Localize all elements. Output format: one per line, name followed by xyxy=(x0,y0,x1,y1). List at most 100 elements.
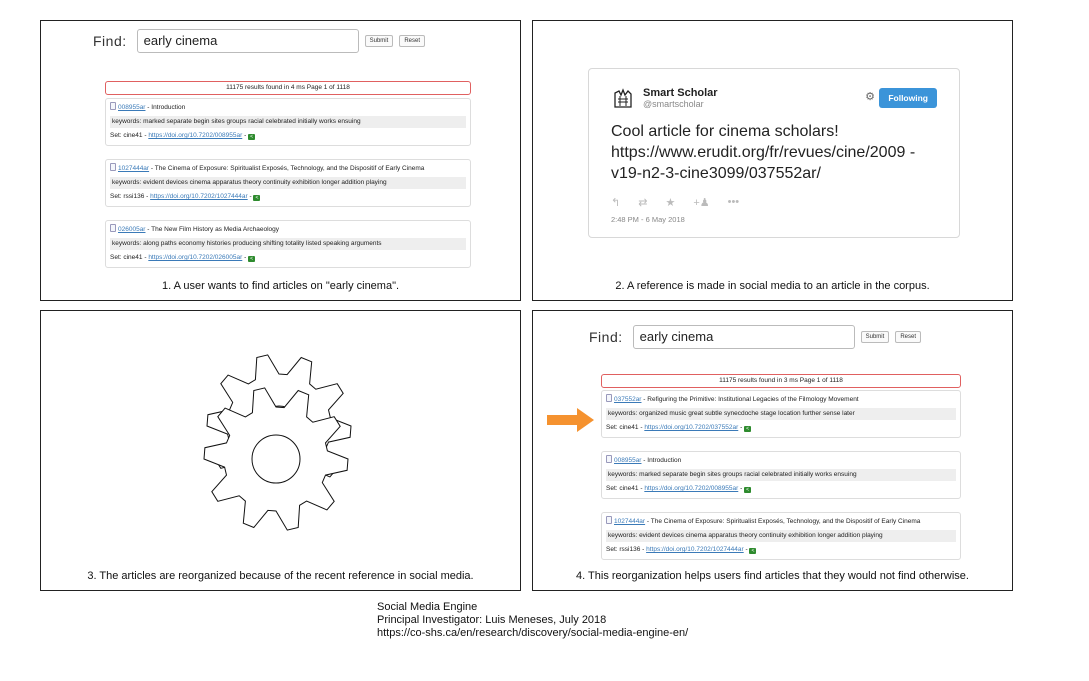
result-title-line: 1027444ar - The Cinema of Exposure: Spir… xyxy=(110,163,466,175)
share-icon[interactable]: < xyxy=(248,256,256,262)
reset-button[interactable]: Reset xyxy=(399,35,425,47)
follow-user-icon[interactable]: +♟ xyxy=(693,197,710,209)
result-doi-link[interactable]: https://doi.org/10.7202/008955ar xyxy=(148,132,243,139)
result-keywords: keywords: marked separate begin sites gr… xyxy=(606,469,956,481)
footer-url[interactable]: https://co-shs.ca/en/research/discovery/… xyxy=(377,627,689,639)
result-title: - Introduction xyxy=(145,104,186,111)
footer-title: Social Media Engine xyxy=(377,601,478,613)
share-icon[interactable]: < xyxy=(744,426,752,432)
highlight-arrow-icon xyxy=(547,408,594,432)
result-keywords: keywords: organized music great subtle s… xyxy=(606,408,956,420)
account-name: Smart Scholar xyxy=(643,87,718,99)
result-card: 1027444ar - The Cinema of Exposure: Spir… xyxy=(601,512,961,560)
result-card: 008955ar - Introduction keywords: marked … xyxy=(105,98,471,146)
result-title: - Refiguring the Primitive: Institutiona… xyxy=(641,396,859,403)
tweet-text: Cool article for cinema scholars! https:… xyxy=(611,123,916,182)
panel-search-reordered: Find: early cinema Submit Reset 11175 re… xyxy=(532,310,1013,591)
result-title: - The Cinema of Exposure: Spiritualist E… xyxy=(149,165,425,172)
avatar xyxy=(612,88,634,110)
result-keywords: keywords: along paths economy histories … xyxy=(110,238,466,250)
caption: 1. A user wants to find articles on "ear… xyxy=(161,280,400,292)
result-doi-link[interactable]: https://doi.org/10.7202/1027444ar xyxy=(646,546,744,553)
result-id-link[interactable]: 008955ar xyxy=(118,104,146,111)
search-input[interactable]: early cinema xyxy=(632,325,855,349)
share-icon[interactable]: < xyxy=(248,134,256,140)
result-keywords: keywords: evident devices cinema apparat… xyxy=(110,177,466,189)
document-icon xyxy=(110,224,116,232)
star-icon[interactable]: ★ xyxy=(665,197,676,209)
tweet-card: Smart Scholar @smartscholar ⚙ Following … xyxy=(588,68,960,238)
gear-icon xyxy=(203,387,349,531)
result-set-line: Set: cine41 - https://doi.org/10.7202/00… xyxy=(110,130,466,142)
footer: Social Media Engine Principal Investigat… xyxy=(377,601,688,640)
result-card: 026005ar - The New Film History as Media… xyxy=(105,220,471,268)
result-doi-link[interactable]: https://doi.org/10.7202/026005ar xyxy=(148,254,243,261)
results-summary: 11175 results found in 4 ms Page 1 of 11… xyxy=(105,81,471,95)
find-label: Find: xyxy=(589,329,623,345)
caption: 2. A reference is made in social media t… xyxy=(615,280,930,292)
result-keywords: keywords: marked separate begin sites gr… xyxy=(110,116,466,128)
result-doi-link[interactable]: https://doi.org/10.7202/008955ar xyxy=(644,485,739,492)
caption: 4. This reorganization helps users find … xyxy=(576,570,969,582)
result-set-line: Set: cine41 - https://doi.org/10.7202/03… xyxy=(606,422,956,434)
search-input[interactable]: early cinema xyxy=(136,29,359,53)
result-set-line: Set: cine41 - https://doi.org/10.7202/00… xyxy=(606,483,956,495)
find-label: Find: xyxy=(93,33,127,49)
result-set: Set: rssi136 - xyxy=(606,546,647,553)
result-card: 037552ar - Refiguring the Primitive: Ins… xyxy=(601,390,961,438)
document-icon xyxy=(606,394,612,402)
results-summary: 11175 results found in 3 ms Page 1 of 11… xyxy=(601,374,961,388)
result-set: Set: cine41 - xyxy=(110,254,149,261)
result-set: Set: cine41 - xyxy=(606,485,645,492)
share-icon[interactable]: < xyxy=(253,195,261,201)
result-id-link[interactable]: 037552ar xyxy=(614,396,642,403)
result-id-link[interactable]: 1027444ar xyxy=(118,165,150,172)
reset-button[interactable]: Reset xyxy=(895,331,921,343)
result-title: - Introduction xyxy=(641,457,682,464)
result-set-line: Set: rssi136 - https://doi.org/10.7202/1… xyxy=(606,544,956,556)
document-icon xyxy=(110,163,116,171)
document-icon xyxy=(606,516,612,524)
result-doi-link[interactable]: https://doi.org/10.7202/1027444ar xyxy=(150,193,248,200)
more-icon[interactable]: ••• xyxy=(727,196,740,208)
search-row: Find: early cinema Submit Reset xyxy=(589,325,921,349)
caption: 3. The articles are reorganized because … xyxy=(87,570,474,582)
search-row: Find: early cinema Submit Reset xyxy=(93,29,425,53)
document-icon xyxy=(110,102,116,110)
result-set: Set: rssi136 - xyxy=(110,193,151,200)
result-title-line: 008955ar - Introduction xyxy=(606,455,956,467)
gears-illustration xyxy=(203,354,352,531)
result-set-line: Set: rssi136 - https://doi.org/10.7202/1… xyxy=(110,191,466,203)
result-keywords: keywords: evident devices cinema apparat… xyxy=(606,530,956,542)
result-id-link[interactable]: 026005ar xyxy=(118,226,146,233)
result-id-link[interactable]: 008955ar xyxy=(614,457,642,464)
reply-icon[interactable]: ↰ xyxy=(611,197,621,209)
share-icon[interactable]: < xyxy=(749,548,757,554)
result-title-line: 037552ar - Refiguring the Primitive: Ins… xyxy=(606,394,956,406)
result-title: - The Cinema of Exposure: Spiritualist E… xyxy=(645,518,921,525)
result-title-line: 008955ar - Introduction xyxy=(110,102,466,114)
footer-investigator: Principal Investigator: Luis Meneses, Ju… xyxy=(377,614,607,626)
submit-button[interactable]: Submit xyxy=(860,331,890,343)
gear-icon[interactable]: ⚙ xyxy=(865,91,875,103)
submit-button[interactable]: Submit xyxy=(364,35,394,47)
following-button[interactable]: Following xyxy=(879,88,937,108)
result-set: Set: cine41 - xyxy=(606,424,645,431)
result-card: 008955ar - Introduction keywords: marked … xyxy=(601,451,961,499)
document-icon xyxy=(606,455,612,463)
panel-social-reference: Smart Scholar @smartscholar ⚙ Following … xyxy=(532,20,1013,301)
account-handle: @smartscholar xyxy=(643,99,704,109)
result-doi-link[interactable]: https://doi.org/10.7202/037552ar xyxy=(644,424,739,431)
panel-reorganize: 3. The articles are reorganized because … xyxy=(40,310,521,591)
share-icon[interactable]: < xyxy=(744,487,752,493)
result-title-line: 026005ar - The New Film History as Media… xyxy=(110,224,466,236)
result-set-line: Set: cine41 - https://doi.org/10.7202/02… xyxy=(110,252,466,264)
result-set: Set: cine41 - xyxy=(110,132,149,139)
result-id-link[interactable]: 1027444ar xyxy=(614,518,646,525)
result-title: - The New Film History as Media Archaeol… xyxy=(145,226,280,233)
retweet-icon[interactable]: ⇄ xyxy=(638,197,648,209)
tweet-timestamp: 2:48 PM - 6 May 2018 xyxy=(611,215,685,224)
result-title-line: 1027444ar - The Cinema of Exposure: Spir… xyxy=(606,516,956,528)
result-card: 1027444ar - The Cinema of Exposure: Spir… xyxy=(105,159,471,207)
panel-search-initial: Find: early cinema Submit Reset 11175 re… xyxy=(40,20,521,301)
